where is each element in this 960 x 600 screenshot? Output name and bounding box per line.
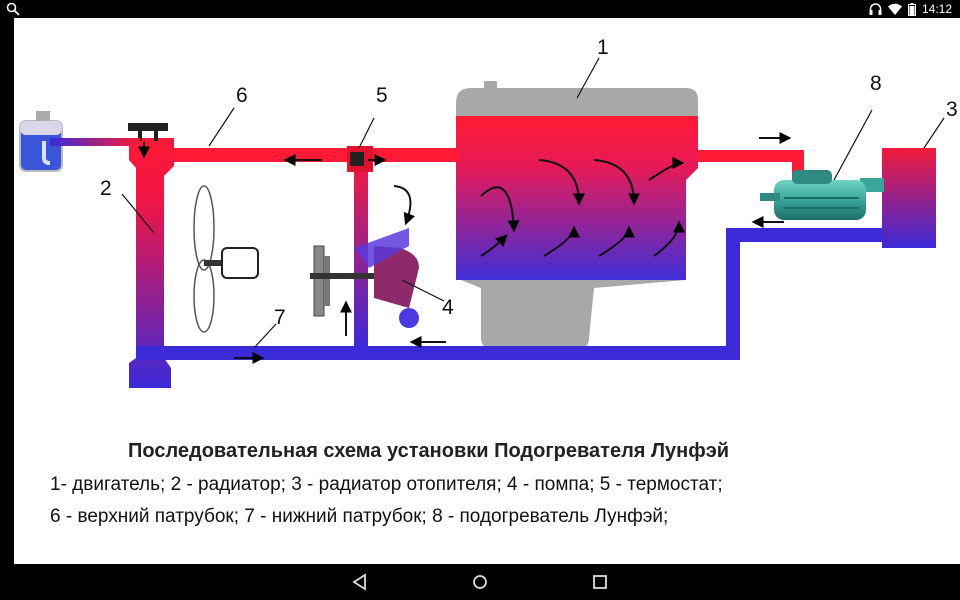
headphones-icon <box>869 3 882 15</box>
radiator-cap-stem <box>138 123 142 141</box>
lower-hose-7 <box>368 346 738 360</box>
caption-legend-line-2: 6 - верхний патрубок; 7 - нижний патрубо… <box>50 506 669 527</box>
label-4: 4 <box>442 296 454 319</box>
label-1: 1 <box>597 36 609 59</box>
caption-title: Последовательная схема установки Подогре… <box>128 440 730 462</box>
label-6: 6 <box>236 84 248 107</box>
leader-lines <box>121 57 945 349</box>
flow-arrows <box>138 132 792 364</box>
thermostat-core <box>350 152 364 166</box>
search-icon[interactable] <box>6 2 20 16</box>
home-icon[interactable] <box>470 572 490 592</box>
heater-radiator-3 <box>882 148 936 248</box>
label-2: 2 <box>100 177 112 200</box>
back-icon[interactable] <box>350 572 370 592</box>
fan <box>193 185 259 333</box>
expansion-tank <box>19 111 140 172</box>
pump-4 <box>310 228 419 328</box>
caption-legend-line-1: 1- двигатель; 2 - радиатор; 3 - радиатор… <box>50 474 723 495</box>
heater-return-down <box>726 228 740 360</box>
label-3: 3 <box>946 98 958 121</box>
navigation-bar <box>0 564 960 600</box>
status-bar: 14:12 <box>0 0 960 18</box>
wifi-icon <box>887 3 902 15</box>
recents-icon[interactable] <box>590 572 610 592</box>
label-8: 8 <box>870 72 882 95</box>
image-viewer: 1 2 3 4 5 6 7 8 Последовательная схема у… <box>14 18 960 564</box>
cooling-system-diagram: 1 2 3 4 5 6 7 8 <box>19 36 958 388</box>
radiator-cap <box>128 123 168 131</box>
battery-icon <box>907 2 916 16</box>
clock: 14:12 <box>921 2 952 16</box>
heater-radiator-link <box>860 178 884 192</box>
radiator-cap-stem-2 <box>154 123 158 141</box>
engine-block <box>456 81 698 348</box>
label-5: 5 <box>376 84 388 107</box>
label-7: 7 <box>274 306 286 329</box>
hot-line-to-heater <box>698 150 798 162</box>
heater-8 <box>760 170 866 220</box>
